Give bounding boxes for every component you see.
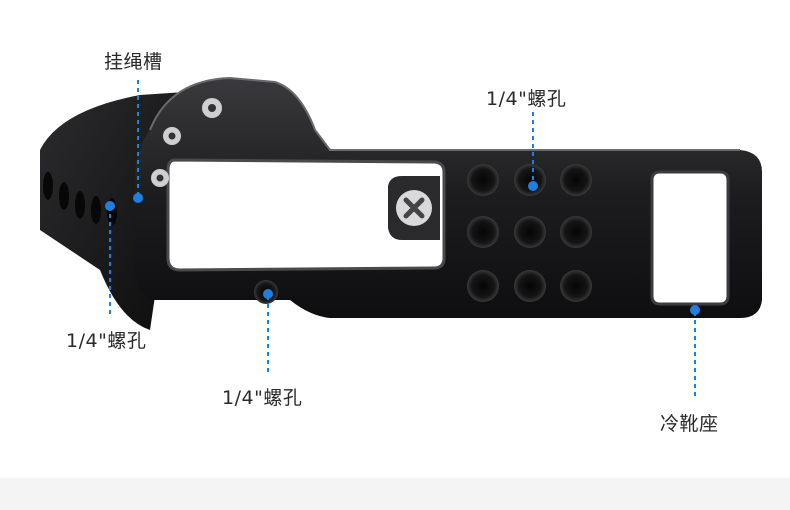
label-screw-hole-top: 1/4"螺孔 [486,88,567,110]
callout-lines [109,80,696,400]
hex-screws [151,98,222,187]
callout-markers [105,181,700,315]
label-screw-hole-bottom: 1/4"螺孔 [222,387,303,409]
screw-hole-grid [467,164,592,302]
label-cold-shoe: 冷靴座 [660,413,719,435]
bottom-strip [0,478,790,510]
label-screw-hole-left: 1/4"螺孔 [66,330,147,352]
plate-cutout [168,160,444,270]
label-strap-slot: 挂绳槽 [104,51,163,73]
